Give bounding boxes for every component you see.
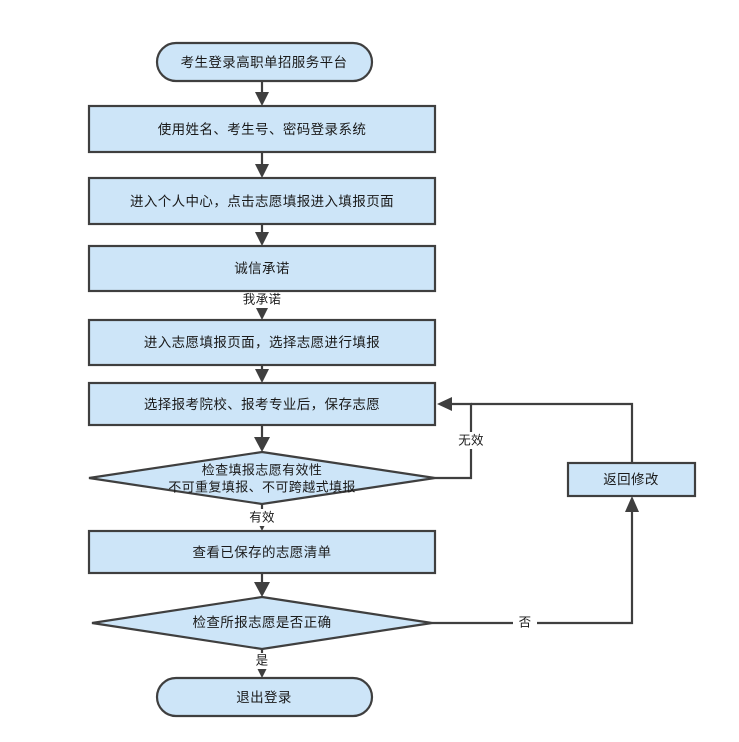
connectors (254, 81, 639, 678)
connector-modify-to-save (471, 402, 634, 463)
node-promise[interactable]: 诚信承诺 (87, 244, 437, 293)
node-save-label: 选择报考院校、报考专业后，保存志愿 (144, 396, 380, 413)
node-fillpage-label: 进入志愿填报页面，选择志愿进行填报 (144, 335, 380, 351)
edge-label-promise-to-fillpage: 我承诺 (243, 292, 281, 307)
node-validate-label-line1: 检查填报志愿有效性 (202, 464, 323, 479)
node-end[interactable]: 退出登录 (155, 676, 374, 718)
connector-login-to-center (255, 152, 269, 178)
edge-label-validate-valid: 有效 (249, 510, 275, 525)
node-validate[interactable]: 检查填报志愿有效性 不可重复填报、不可跨越式填报 (88, 450, 436, 506)
node-validate-shape[interactable] (88, 450, 436, 506)
edge-label-validate-invalid: 无效 (458, 433, 484, 448)
node-save-shape[interactable] (87, 381, 437, 427)
node-end-label: 退出登录 (236, 690, 292, 706)
node-modify-shape[interactable] (566, 461, 697, 498)
connector-viewlist-to-confirm (254, 573, 270, 597)
node-confirm-shape[interactable] (91, 595, 433, 651)
node-center-shape[interactable] (87, 176, 437, 226)
node-modify[interactable]: 返回修改 (566, 461, 697, 498)
node-fillpage[interactable]: 进入志愿填报页面，选择志愿进行填报 (87, 318, 437, 367)
node-start-label: 考生登录高职单招服务平台 (181, 54, 348, 71)
edge-label-confirm-yes: 是 (256, 653, 269, 668)
node-fillpage-shape[interactable] (87, 318, 437, 367)
node-promise-shape[interactable] (87, 244, 437, 293)
node-confirm[interactable]: 检查所报志愿是否正确 (91, 595, 433, 651)
node-center[interactable]: 进入个人中心，点击志愿填报进入填报页面 (87, 176, 437, 226)
connector-save-to-validate (254, 425, 270, 452)
node-start-shape[interactable] (155, 41, 374, 83)
node-end-shape[interactable] (155, 676, 374, 718)
edge-labels: 我承诺 无效 有效 否 是 (237, 291, 537, 669)
node-login[interactable]: 使用姓名、考生号、密码登录系统 (87, 104, 437, 154)
node-center-label: 进入个人中心，点击志愿填报进入填报页面 (130, 194, 394, 210)
edge-label-confirm-no: 否 (519, 615, 532, 630)
node-login-shape[interactable] (87, 104, 437, 154)
node-login-label: 使用姓名、考生号、密码登录系统 (158, 121, 367, 138)
connector-fillpage-to-save (255, 365, 269, 383)
node-viewlist-shape[interactable] (87, 529, 437, 575)
node-modify-label: 返回修改 (603, 472, 659, 488)
node-start[interactable]: 考生登录高职单招服务平台 (155, 41, 374, 83)
connector-center-to-promise (255, 224, 269, 246)
node-viewlist-label: 查看已保存的志愿清单 (193, 545, 332, 561)
node-confirm-label: 检查所报志愿是否正确 (193, 615, 332, 631)
node-save[interactable]: 选择报考院校、报考专业后，保存志愿 (87, 381, 437, 427)
connector-confirm-no-to-modify (432, 496, 639, 625)
connector-start-to-login (255, 81, 269, 106)
node-viewlist[interactable]: 查看已保存的志愿清单 (87, 529, 437, 575)
node-promise-label: 诚信承诺 (234, 261, 290, 277)
node-validate-label-line2: 不可重复填报、不可跨越式填报 (168, 480, 356, 496)
